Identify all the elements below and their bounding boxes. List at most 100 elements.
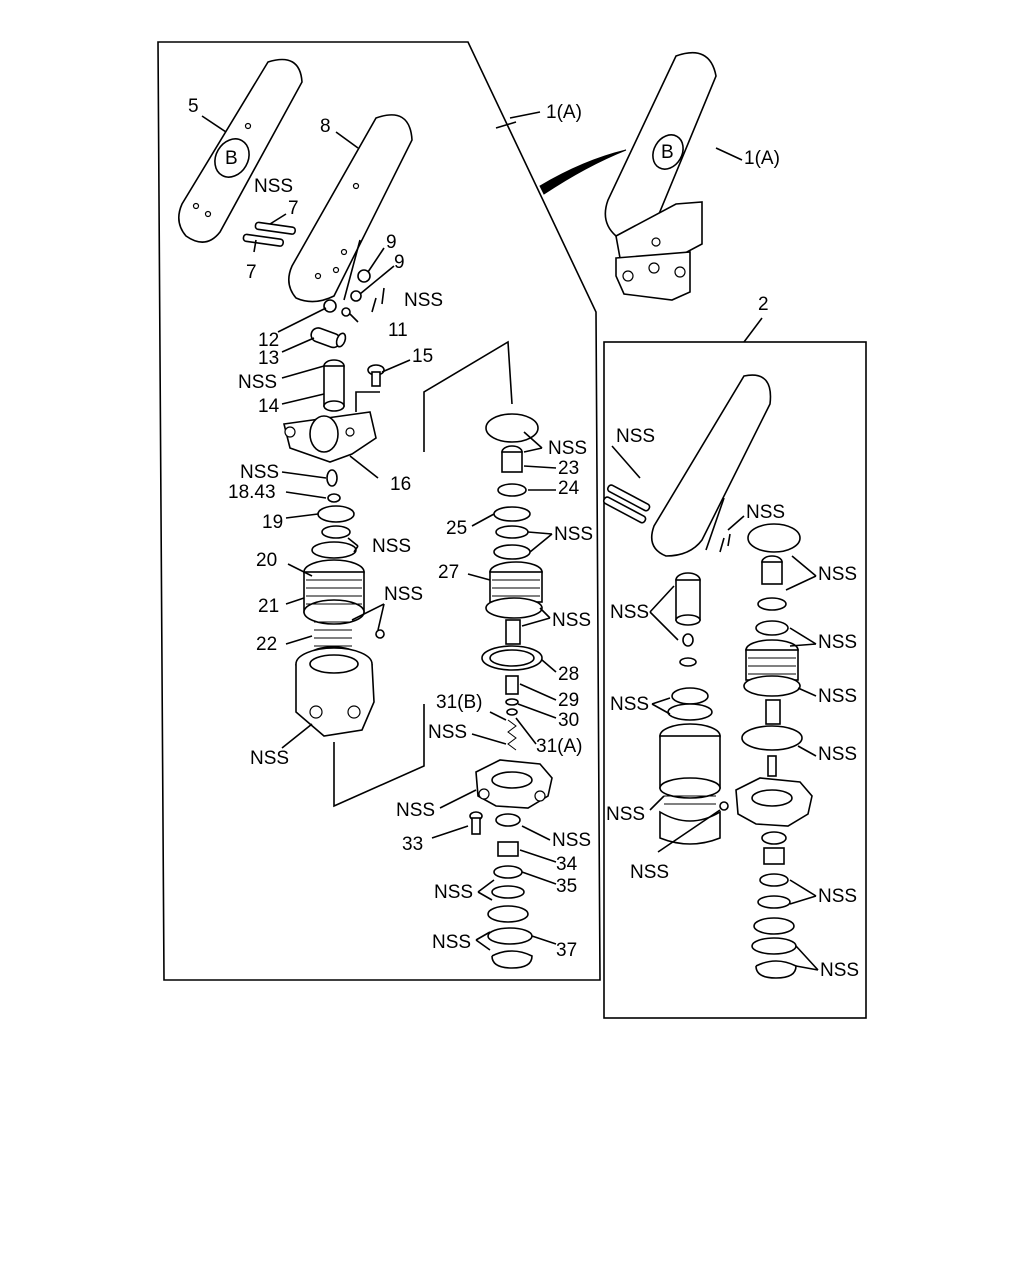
label-nss-9: NSS	[554, 524, 593, 545]
label-part-12: 12	[258, 330, 279, 351]
stem-nss	[505, 619, 521, 645]
bolt-33	[469, 811, 483, 835]
label-nss-23: NSS	[818, 744, 857, 765]
leader-lines	[201, 111, 819, 971]
label-part-23: 23	[558, 458, 579, 479]
label-part-9-bottom: 9	[394, 252, 405, 273]
label-part-5: 5	[188, 96, 199, 117]
seal-nss-lower	[491, 885, 525, 899]
pins-7	[242, 221, 297, 247]
pedal-bracket-16	[283, 391, 380, 463]
label-part-19: 19	[262, 512, 283, 533]
label-part-14: 14	[258, 396, 280, 417]
cap-37	[487, 927, 533, 945]
label-assembly-2: 2	[758, 294, 769, 315]
assembly-2-pedal	[650, 374, 772, 557]
pedal-badge-5: B	[225, 148, 238, 169]
nut-34	[497, 841, 519, 857]
label-nss-15: NSS	[432, 932, 471, 953]
orientation-arrow	[539, 149, 627, 195]
cotter-pins	[371, 287, 385, 313]
seal-nss-left	[311, 525, 357, 559]
washer-9a	[357, 269, 371, 283]
label-nss-18: NSS	[818, 564, 857, 585]
label-assembly-1a: 1(A)	[546, 102, 582, 123]
plate-19	[317, 505, 355, 523]
spring-29-30	[505, 675, 519, 751]
washer-18-43	[327, 493, 341, 503]
label-nss-24: NSS	[606, 804, 645, 825]
small-pin-nss	[375, 629, 385, 639]
stem-23	[501, 445, 523, 473]
label-part-7-top: 7	[288, 198, 299, 219]
label-part-20: 20	[256, 550, 277, 571]
label-nss-27: NSS	[820, 960, 859, 981]
label-part-31a: 31(A)	[536, 736, 582, 757]
label-nss-25: NSS	[630, 862, 669, 883]
washer-35	[493, 865, 523, 879]
label-nss-6: NSS	[384, 584, 423, 605]
label-nss-26: NSS	[818, 886, 857, 907]
seal-pair-nss	[493, 525, 531, 560]
assembly-2-small-part	[682, 633, 694, 647]
label-nss-19: NSS	[610, 602, 649, 623]
label-nss-10: NSS	[552, 610, 591, 631]
washer-24	[497, 483, 527, 497]
ring-28	[481, 645, 543, 671]
label-part-37: 37	[556, 940, 577, 961]
pedal-badge-1a: B	[661, 142, 674, 163]
label-part-8: 8	[320, 116, 331, 137]
leader-connection-left	[333, 704, 425, 808]
label-nss-22: NSS	[610, 694, 649, 715]
label-assembly-1a-side: 1(A)	[744, 148, 780, 169]
label-nss-20: NSS	[818, 632, 857, 653]
assembly-2-washer	[679, 657, 697, 667]
label-part-30: 30	[558, 710, 579, 731]
label-nss-7: NSS	[250, 748, 289, 769]
label-nss-4: NSS	[240, 462, 279, 483]
label-part-7-bottom: 7	[246, 262, 257, 283]
label-part-31b: 31(B)	[436, 692, 482, 713]
pedal-plate-5: B	[178, 58, 303, 243]
label-nss-21: NSS	[818, 686, 857, 707]
washer-12	[323, 299, 337, 313]
label-nss-17: NSS	[746, 502, 785, 523]
assembly-2-pin	[719, 801, 729, 811]
washer-9b	[350, 290, 362, 302]
label-part-25: 25	[446, 518, 467, 539]
screw-15	[367, 364, 385, 387]
label-nss-16: NSS	[616, 426, 655, 447]
assembly-2-pins	[602, 484, 651, 524]
label-nss-11: NSS	[428, 722, 467, 743]
pedal-plate-8	[288, 114, 413, 303]
label-part-15: 15	[412, 346, 433, 367]
label-part-13: 13	[258, 348, 279, 369]
label-part-34: 34	[556, 854, 578, 875]
roller-13	[310, 327, 347, 349]
snap-ring-37	[491, 950, 533, 969]
label-nss-12: NSS	[396, 800, 435, 821]
assembly-2-cotter	[719, 533, 731, 553]
screw-18	[326, 469, 338, 487]
dust-cap-nss	[485, 413, 539, 443]
label-nss-14: NSS	[434, 882, 473, 903]
assembly-2-right-stack	[735, 523, 813, 979]
label-part-9-top: 9	[386, 232, 397, 253]
plunger-14	[323, 359, 345, 412]
label-part-29: 29	[558, 690, 579, 711]
seal-nss-lower-2	[487, 905, 529, 923]
label-part-18-43: 18.43	[228, 482, 276, 503]
label-part-27: 27	[438, 562, 459, 583]
label-part-24: 24	[558, 478, 580, 499]
assembled-brake-valve: B	[604, 51, 717, 301]
piston-27	[485, 561, 543, 619]
label-nss-2: NSS	[404, 290, 443, 311]
assembly-2-retainer	[667, 687, 713, 721]
label-part-35: 35	[556, 876, 577, 897]
seal-34	[495, 813, 521, 827]
lower-body-housing	[475, 759, 553, 809]
label-nss-3: NSS	[238, 372, 277, 393]
label-part-16: 16	[390, 474, 411, 495]
assembly-2-frame	[603, 341, 867, 1019]
